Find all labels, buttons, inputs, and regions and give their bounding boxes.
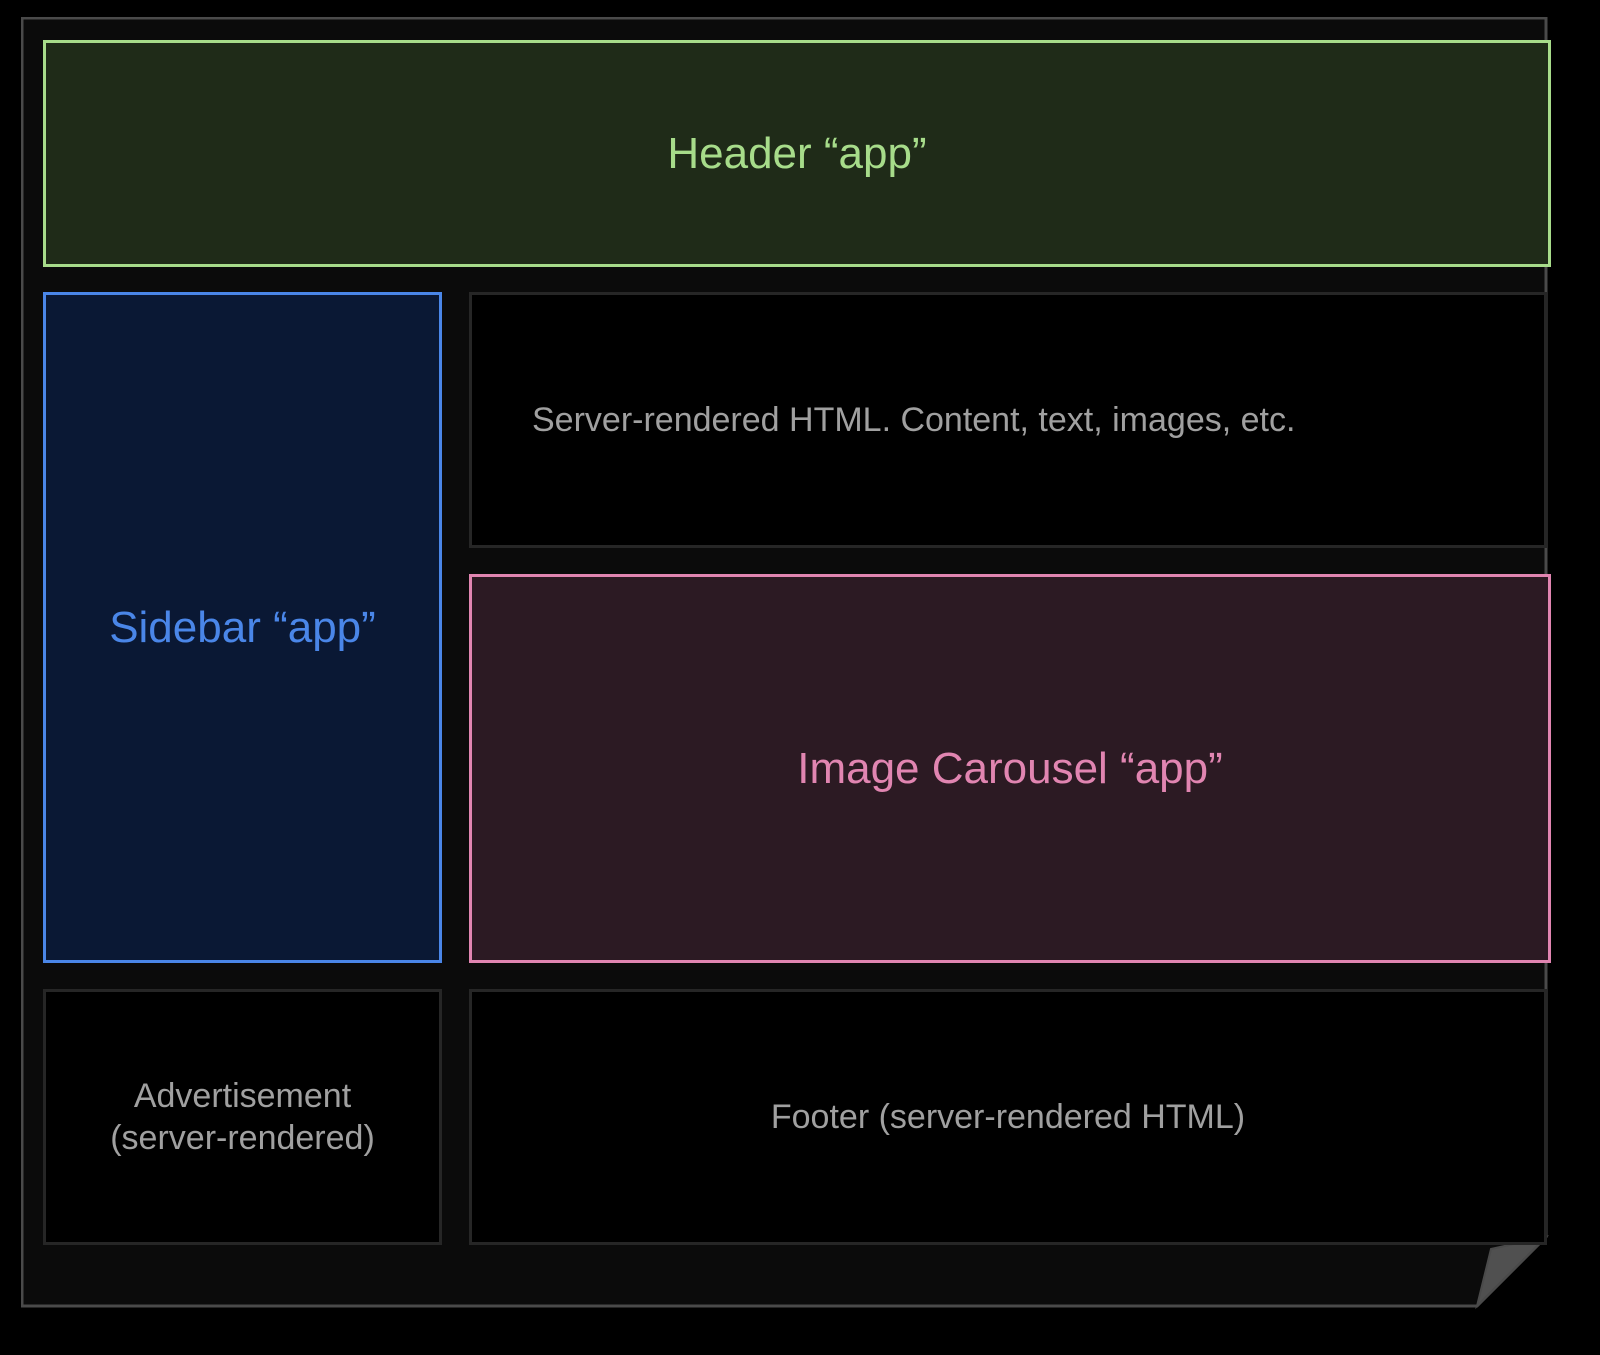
footer-box: Footer (server-rendered HTML) — [469, 989, 1547, 1245]
advertisement-box: Advertisement (server-rendered) — [43, 989, 442, 1245]
server-content-box: Server-rendered HTML. Content, text, ima… — [469, 292, 1547, 548]
header-app-label: Header “app” — [667, 128, 927, 178]
header-app-box: Header “app” — [43, 40, 1551, 267]
advertisement-label-line2: (server-rendered) — [110, 1119, 375, 1157]
image-carousel-app-box: Image Carousel “app” — [469, 574, 1551, 963]
image-carousel-app-label: Image Carousel “app” — [797, 743, 1223, 793]
server-content-label: Server-rendered HTML. Content, text, ima… — [532, 400, 1296, 439]
footer-label: Footer (server-rendered HTML) — [770, 1097, 1246, 1136]
advertisement-label-line1: Advertisement — [133, 1077, 352, 1115]
sidebar-app-box: Sidebar “app” — [43, 292, 442, 963]
sidebar-app-label: Sidebar “app” — [109, 602, 376, 652]
page-sheet: Header “app” Sidebar “app” Server-render… — [21, 17, 1599, 1335]
